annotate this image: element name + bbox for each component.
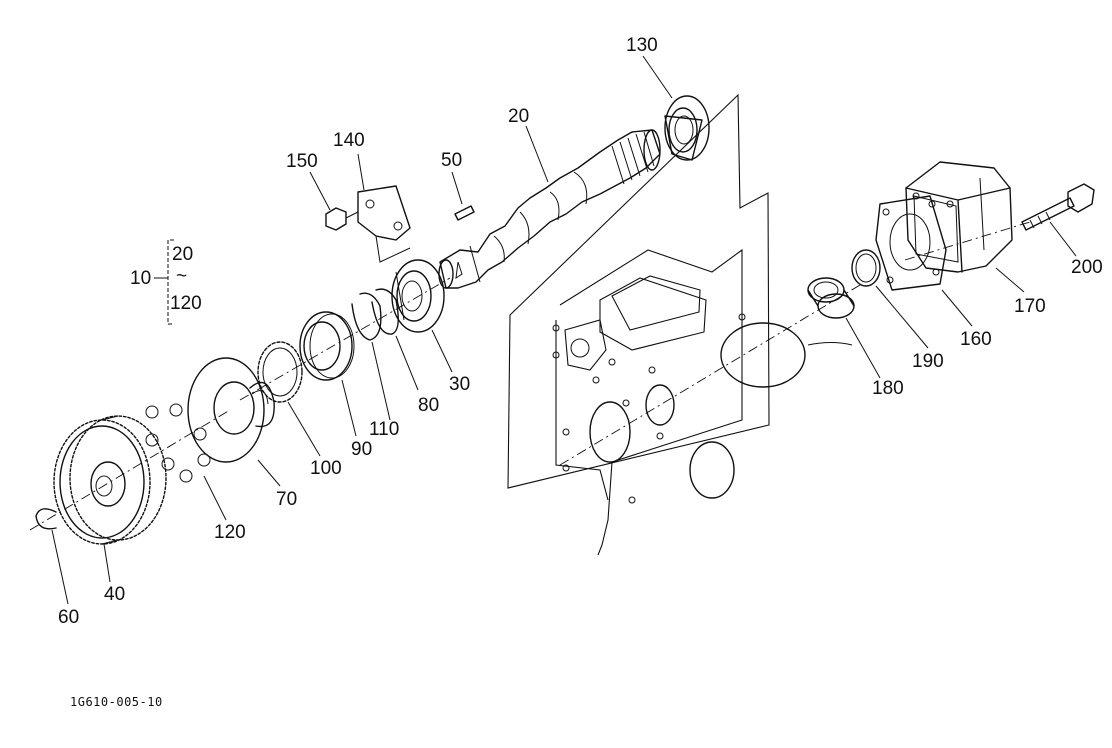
retainer-140 (357, 185, 411, 263)
pto-shaft (438, 129, 661, 289)
bearing-30 (391, 259, 445, 333)
callout-30: 30 (449, 374, 470, 395)
callout-200: 200 (1071, 257, 1103, 278)
callout-80: 80 (418, 395, 439, 416)
center-axis-shaft (239, 277, 451, 401)
figure-code: 1G610-005-10 (70, 695, 163, 709)
callout-190: 190 (912, 351, 944, 372)
center-axis-case (559, 284, 861, 466)
callout-140: 140 (333, 130, 365, 151)
collar-180 (807, 277, 855, 319)
assembly-range-separator: ~ (176, 266, 187, 287)
callout-160: 160 (960, 329, 992, 350)
bolt-200 (1021, 183, 1095, 231)
callout-90: 90 (351, 439, 372, 460)
gasket-160 (875, 195, 947, 291)
callout-10: 10 (130, 268, 151, 289)
callout-100: 100 (310, 458, 342, 479)
bolt-150 (325, 207, 359, 231)
bearing-130 (664, 95, 710, 161)
center-axis-bolt (904, 221, 1031, 261)
cover-170 (905, 161, 1013, 273)
balls-120 (145, 403, 211, 483)
key-50 (454, 205, 475, 221)
assembly-range-bottom: 120 (170, 293, 202, 314)
thrust-plate-70 (187, 357, 275, 463)
bearing-race-90 (299, 311, 355, 381)
callout-150: 150 (286, 151, 318, 172)
center-axis-gear (29, 409, 231, 531)
callout-130: 130 (626, 35, 658, 56)
snap-ring-110 (351, 292, 382, 341)
assembly-range-top: 20 (172, 244, 193, 265)
callout-50: 50 (441, 150, 462, 171)
engine-case-plate (507, 93, 853, 556)
assembly-bracket-10 (154, 239, 174, 325)
leader-lines (51, 55, 1077, 605)
ball-cage-100 (257, 341, 303, 403)
o-ring-190 (851, 249, 881, 287)
circlip-60 (35, 508, 57, 530)
callout-180: 180 (872, 378, 904, 399)
callout-20: 20 (508, 106, 529, 127)
callout-170: 170 (1014, 296, 1046, 317)
gear-40 (53, 415, 167, 545)
callout-110: 110 (369, 419, 399, 440)
callout-60: 60 (58, 607, 79, 628)
callout-120: 120 (214, 522, 246, 543)
callout-40: 40 (104, 584, 125, 605)
callout-70: 70 (276, 489, 297, 510)
